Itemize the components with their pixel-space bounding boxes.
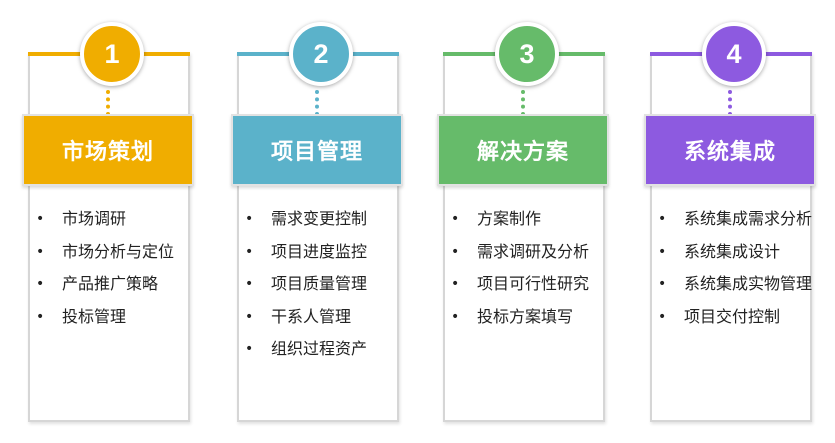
stage-item-list: •需求变更控制 •项目进度监控 •项目质量管理 •干系人管理 •组织过程资产 (245, 203, 415, 366)
dotted-connector (521, 90, 525, 116)
step-number-circle: 4 (702, 22, 766, 86)
bullet-icon: • (245, 211, 254, 227)
list-item: •干系人管理 (245, 301, 415, 334)
bullet-icon: • (658, 243, 667, 260)
stage-title-banner: 系统集成 (644, 114, 816, 186)
bullet-icon: • (658, 211, 667, 227)
list-item: •项目进度监控 (245, 236, 415, 269)
stage-column-3: 3 解决方案 •方案制作 •需求调研及分析 •项目可行性研究 •投标方案填写 (437, 0, 609, 443)
list-item: •投标管理 (36, 301, 206, 334)
stage-item-list: •方案制作 •需求调研及分析 •项目可行性研究 •投标方案填写 (451, 203, 621, 333)
bullet-icon: • (658, 308, 667, 325)
step-number-circle: 2 (289, 22, 353, 86)
list-item: •项目质量管理 (245, 268, 415, 301)
stage-title-banner: 项目管理 (231, 114, 403, 186)
dotted-connector (106, 90, 110, 116)
stage-column-1: 1 市场策划 •市场调研 •市场分析与定位 •产品推广策略 •投标管理 (22, 0, 194, 443)
list-item: •项目交付控制 (658, 301, 828, 334)
list-item: •市场分析与定位 (36, 236, 206, 269)
dotted-connector (315, 90, 319, 116)
stage-item-list: •市场调研 •市场分析与定位 •产品推广策略 •投标管理 (36, 203, 206, 333)
step-number-circle: 3 (495, 22, 559, 86)
bullet-icon: • (36, 308, 45, 325)
stage-item-list: •系统集成需求分析 •系统集成设计 •系统集成实物管理 •项目交付控制 (658, 203, 828, 333)
bullet-icon: • (658, 276, 667, 292)
bullet-icon: • (451, 308, 460, 325)
stage-column-2: 2 项目管理 •需求变更控制 •项目进度监控 •项目质量管理 •干系人管理 •组… (231, 0, 403, 443)
bullet-icon: • (245, 341, 254, 357)
list-item: •投标方案填写 (451, 301, 621, 334)
list-item: •方案制作 (451, 203, 621, 236)
list-item: •系统集成实物管理 (658, 268, 828, 301)
stage-column-4: 4 系统集成 •系统集成需求分析 •系统集成设计 •系统集成实物管理 •项目交付… (644, 0, 816, 443)
bullet-icon: • (36, 211, 45, 227)
bullet-icon: • (36, 243, 45, 260)
bullet-icon: • (245, 243, 254, 260)
list-item: •市场调研 (36, 203, 206, 236)
bullet-icon: • (245, 276, 254, 292)
list-item: •系统集成需求分析 (658, 203, 828, 236)
list-item: •需求调研及分析 (451, 236, 621, 269)
list-item: •项目可行性研究 (451, 268, 621, 301)
stage-title-banner: 市场策划 (22, 114, 194, 186)
list-item: •产品推广策略 (36, 268, 206, 301)
list-item: •组织过程资产 (245, 333, 415, 366)
dotted-connector (728, 90, 732, 116)
list-item: •需求变更控制 (245, 203, 415, 236)
bullet-icon: • (245, 308, 254, 325)
bullet-icon: • (451, 276, 460, 292)
step-number-circle: 1 (80, 22, 144, 86)
stage-title-banner: 解决方案 (437, 114, 609, 186)
bullet-icon: • (451, 211, 460, 227)
list-item: •系统集成设计 (658, 236, 828, 269)
bullet-icon: • (451, 243, 460, 260)
bullet-icon: • (36, 276, 45, 292)
